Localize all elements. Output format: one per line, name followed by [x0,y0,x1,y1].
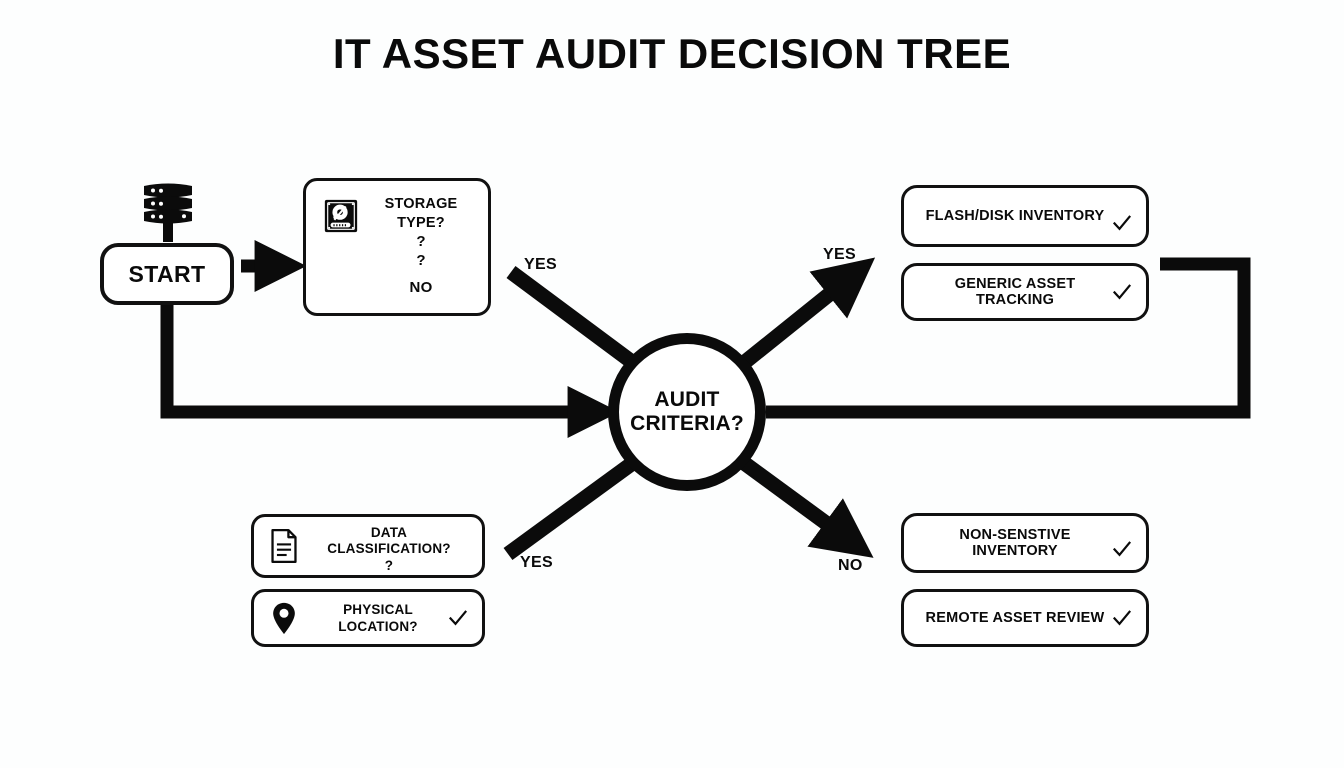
check-icon [1112,284,1132,300]
node-storage-type-text: STORAGE TYPE? ? ? NO [364,193,478,298]
connector-feedback-loop [766,257,1251,419]
check-icon [1112,610,1132,626]
connector-lower-right-no [735,453,874,558]
connector-lower-left-yes [503,455,639,561]
check-icon [1112,215,1132,231]
map-pin-icon [264,598,304,638]
outcome-non-senstive-inventory[interactable]: NON-SENSTIVE INVENTORY [901,513,1149,573]
node-storage-type-line2: TYPE? [397,214,445,231]
server-stack-icon [140,182,196,228]
node-data-classification-line3: ? [384,557,394,573]
node-physical-location[interactable]: PHYSICAL LOCATION? [251,589,485,647]
edge-label-upper-left: YES [524,256,557,273]
node-data-classification-text: DATA CLASSIFICATION? ? [304,523,474,574]
connector-start-to-audit-criteria [160,305,620,438]
node-physical-location-text: PHYSICAL LOCATION? [304,600,452,636]
outcome-label: GENERIC ASSET TRACKING [954,276,1076,308]
check-icon [448,610,468,626]
node-audit-criteria-line2: CRITERIA? [630,412,744,435]
outcome-flash-disk-inventory[interactable]: FLASH/DISK INVENTORY [901,185,1149,247]
node-audit-criteria-label: AUDIT CRITERIA? [630,388,744,436]
node-storage-type-line3: ? [416,233,426,251]
edge-label-lower-left: YES [520,554,553,571]
outcome-remote-asset-review[interactable]: REMOTE ASSET REVIEW [901,589,1149,647]
connector-server-to-start [163,222,173,242]
node-audit-criteria-line1: AUDIT [654,388,720,412]
node-audit-criteria[interactable]: AUDIT CRITERIA? [608,333,766,491]
connector-upper-right-yes [735,257,876,372]
node-start-label: START [128,260,206,287]
page-title: IT ASSET AUDIT DECISION TREE [332,30,1012,77]
node-data-classification-line1: DATA [370,525,408,540]
edge-label-lower-right: NO [838,557,863,574]
node-physical-location-line2: LOCATION? [338,619,418,634]
edge-label-upper-right: YES [823,246,856,263]
node-data-classification-line2: CLASSIFICATION? [327,541,451,557]
outcome-label: FLASH/DISK INVENTORY [925,208,1105,224]
node-physical-location-line1: PHYSICAL [343,602,413,618]
node-data-classification[interactable]: DATA CLASSIFICATION? ? [251,514,485,578]
node-storage-type-line1: STORAGE [384,196,458,212]
document-icon [264,523,304,569]
node-storage-type[interactable]: STORAGE TYPE? ? ? NO [303,178,491,316]
node-start[interactable]: START [100,243,234,305]
check-icon [1112,541,1132,557]
connector-upper-left-yes [506,265,637,369]
hard-disk-icon [318,193,364,239]
outcome-label: NON-SENSTIVE INVENTORY [959,527,1071,559]
node-storage-type-line5: NO [409,279,433,297]
outcome-generic-asset-tracking[interactable]: GENERIC ASSET TRACKING [901,263,1149,321]
outcome-label: REMOTE ASSET REVIEW [925,610,1105,626]
node-storage-type-line4: ? [416,252,426,270]
